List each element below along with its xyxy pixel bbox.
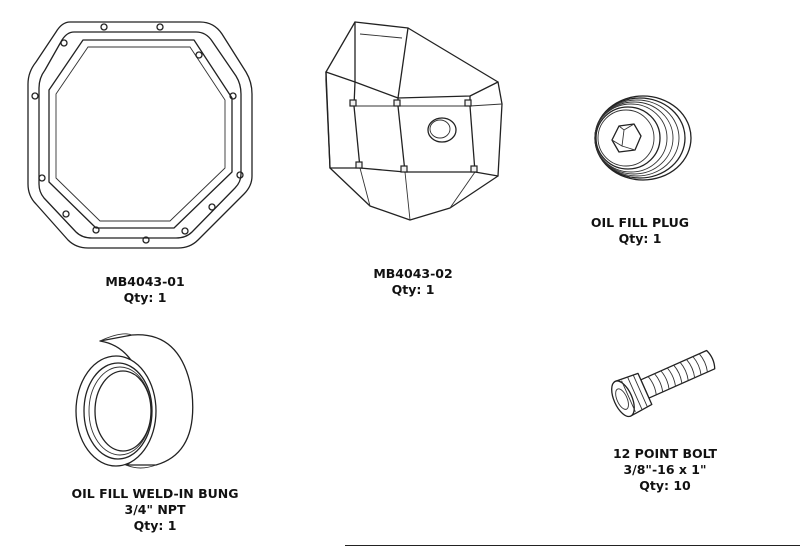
bolt-qty: Qty: 10 bbox=[639, 478, 691, 493]
bolt-name: 12 POINT BOLT bbox=[612, 446, 718, 461]
plug-name: OIL FILL PLUG bbox=[590, 215, 690, 230]
bung-name: OIL FILL WELD-IN BUNG bbox=[71, 486, 239, 501]
skid-qty: Qty: 1 bbox=[391, 282, 435, 297]
cover-qty: Qty: 1 bbox=[123, 290, 167, 305]
bolt-spec: 3/8"-16 x 1" bbox=[623, 462, 707, 477]
cover-label: MB4043-01 Qty: 1 bbox=[70, 274, 220, 306]
oil-fill-bung-drawing bbox=[75, 333, 194, 469]
skid-part-number: MB4043-02 bbox=[373, 266, 453, 281]
skid-plate bbox=[310, 10, 510, 240]
oil-fill-plug-drawing bbox=[594, 95, 692, 181]
bung-qty: Qty: 1 bbox=[133, 518, 177, 533]
skid-fill-hole bbox=[427, 117, 457, 143]
bolt-label: 12 POINT BOLT 3/8"-16 x 1" Qty: 10 bbox=[590, 446, 740, 494]
skid-label: MB4043-02 Qty: 1 bbox=[338, 266, 488, 298]
skid-plate-drawing bbox=[325, 21, 503, 221]
oil-fill-bung bbox=[70, 325, 210, 475]
cover-part-number: MB4043-01 bbox=[105, 274, 185, 289]
oil-fill-plug bbox=[585, 90, 695, 190]
plug-qty: Qty: 1 bbox=[618, 231, 662, 246]
bung-label: OIL FILL WELD-IN BUNG 3/4" NPT Qty: 1 bbox=[50, 486, 260, 534]
twelve-point-bolt-drawing bbox=[611, 349, 716, 418]
differential-cover bbox=[0, 0, 260, 270]
plug-label: OIL FILL PLUG Qty: 1 bbox=[560, 215, 720, 247]
twelve-point-bolt bbox=[605, 335, 725, 425]
bolt-holes bbox=[31, 23, 244, 244]
bottom-border-line bbox=[345, 545, 800, 546]
bung-spec: 3/4" NPT bbox=[124, 502, 186, 517]
differential-cover-drawing bbox=[27, 21, 253, 249]
